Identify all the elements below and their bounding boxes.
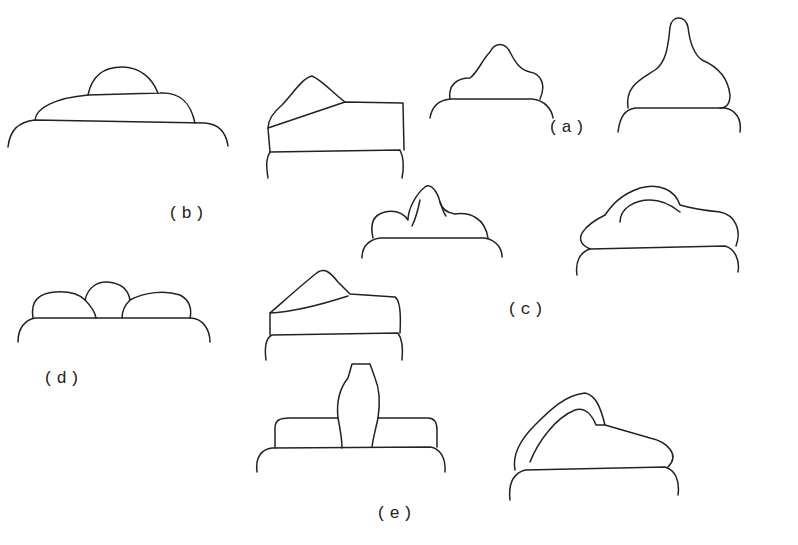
base-outline	[510, 467, 679, 500]
base-outline	[618, 108, 740, 132]
base-outline	[362, 238, 502, 258]
layer-outline	[268, 102, 404, 152]
ridge-outline	[450, 45, 543, 100]
base-outline	[257, 447, 445, 472]
inner-line	[85, 300, 96, 318]
inner-line	[530, 409, 605, 462]
base-outline	[430, 99, 553, 118]
dome-outline	[88, 67, 158, 95]
figure-label: (e)	[376, 504, 416, 523]
ridge-outline	[581, 186, 739, 249]
inner-line	[440, 202, 446, 216]
figure-label: (c)	[507, 300, 547, 319]
figure-label: (b)	[168, 204, 208, 223]
ridge-outline	[32, 282, 190, 318]
ridge-outline	[275, 364, 437, 448]
cone-outline	[268, 76, 345, 128]
ridge-outline	[372, 186, 488, 238]
ridge-outline	[270, 270, 400, 335]
inner-line	[412, 200, 420, 226]
inner-line	[122, 300, 130, 318]
inner-line	[270, 296, 348, 313]
inner-line	[372, 418, 378, 447]
base-outline	[267, 150, 404, 178]
layer-outline	[35, 93, 195, 123]
figure-label: (a)	[548, 118, 588, 137]
base-outline	[265, 333, 402, 360]
base-outline	[577, 246, 739, 275]
ridge-outline	[628, 18, 730, 108]
inner-line	[338, 418, 342, 448]
inner-line	[620, 200, 680, 222]
ridge-outline	[514, 393, 672, 470]
base-outline	[8, 120, 228, 147]
figure-label: (d)	[43, 369, 83, 388]
base-outline	[18, 318, 210, 342]
